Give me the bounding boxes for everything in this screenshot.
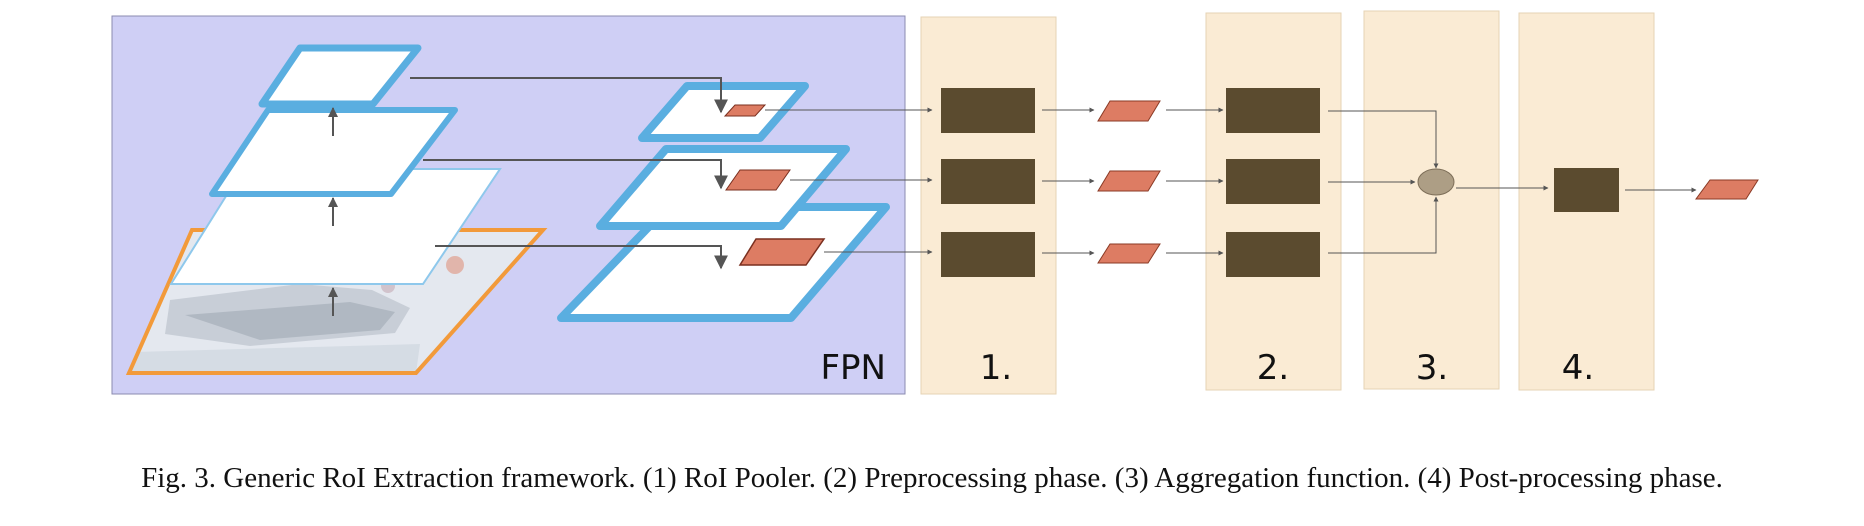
output-roi-feature xyxy=(1695,179,1759,200)
stage-3-background xyxy=(1363,10,1500,390)
fpn-panel: FPN xyxy=(111,15,906,395)
pooler-input-connectors xyxy=(765,107,933,255)
stage-1-panel: 1. xyxy=(920,16,1057,395)
roi-on-level-3 xyxy=(723,104,767,117)
preprocessing-block-2 xyxy=(1226,159,1320,204)
roi-on-level-1 xyxy=(738,238,826,266)
stage-1-background xyxy=(920,16,1057,395)
pyramid-level-1 xyxy=(169,168,502,285)
pooler-block-2 xyxy=(941,159,1035,204)
preprocessing-block-3 xyxy=(1226,232,1320,277)
fpn-label: FPN xyxy=(821,348,887,388)
aggregation-node xyxy=(1417,168,1455,196)
lateral-connections xyxy=(410,77,728,270)
pooler-block-1 xyxy=(941,88,1035,133)
postprocessing-block xyxy=(1554,168,1619,212)
stage-4-label: 4. xyxy=(1562,348,1594,388)
preprocessing-input-connectors xyxy=(1166,107,1224,256)
preprocessing-block-1 xyxy=(1226,88,1320,133)
pyramid-level-2 xyxy=(209,107,458,197)
stage-2-label: 2. xyxy=(1257,348,1289,388)
stage-3-panel: 3. xyxy=(1363,10,1500,390)
roi-extraction-diagram: FPN 1. 2. 3. 4. xyxy=(111,10,1759,395)
roi-feature-1 xyxy=(1097,100,1161,122)
stage-3-label: 3. xyxy=(1416,348,1448,388)
roi-on-level-2 xyxy=(725,169,791,191)
stage-1-label: 1. xyxy=(980,348,1012,388)
aggregation-input-connectors xyxy=(1328,110,1439,254)
roi-feature-3 xyxy=(1097,243,1161,264)
pooled-feature-connectors xyxy=(1042,107,1095,256)
pyramid-level-3 xyxy=(258,44,422,108)
roi-feature-2 xyxy=(1097,170,1161,192)
pooler-block-3 xyxy=(941,232,1035,277)
figure-caption: Fig. 3. Generic RoI Extraction framework… xyxy=(141,462,1723,494)
